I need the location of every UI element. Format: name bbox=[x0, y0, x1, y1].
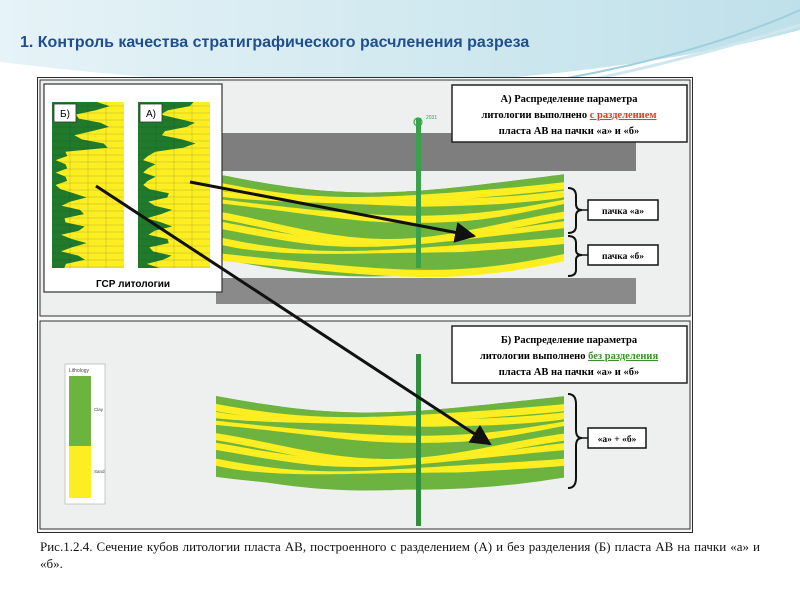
log-b bbox=[52, 102, 124, 268]
section-b-layer bbox=[216, 396, 564, 420]
section-b-label-line2: литологии выполнено без разделения bbox=[480, 351, 659, 362]
section-b-layer bbox=[216, 466, 564, 482]
lithology-legend: Lithology Clay Sand bbox=[64, 363, 106, 505]
log-panel-caption: ГСР литологии bbox=[96, 279, 170, 290]
section-b-label-line1: Б) Распределение параметра bbox=[501, 335, 638, 346]
section-b-label-line2-prefix: литологии выполнено bbox=[480, 351, 588, 362]
well-trace-b bbox=[416, 354, 421, 526]
section-b-label-line3: пласта АВ на пачки «а» и «б» bbox=[499, 367, 639, 378]
unit-a-text: пачка «а» bbox=[602, 207, 644, 217]
section-a-label-line2: литологии выполнено с разделением bbox=[481, 110, 656, 121]
section-b-layers bbox=[216, 396, 564, 491]
section-a-label-line3: пласта АВ на пачки «а» и «б» bbox=[499, 126, 639, 137]
unit-ab-text: «а» + «б» bbox=[598, 434, 637, 445]
legend-label-clay: Clay bbox=[94, 407, 104, 412]
log-b-label: Б) bbox=[60, 109, 70, 120]
legend-swatch-sand bbox=[69, 446, 91, 498]
legend-label-sand: Sand bbox=[94, 469, 105, 474]
section-a-layer bbox=[216, 202, 564, 231]
section-a-label-line1: А) Распределение параметра bbox=[501, 94, 639, 105]
log-a-label: А) bbox=[146, 109, 156, 120]
slide-title: 1. Контроль качества стратиграфического … bbox=[20, 34, 530, 51]
arrow-to-section-b bbox=[95, 184, 492, 446]
section-a-layer bbox=[216, 196, 564, 215]
well-trace-a bbox=[416, 118, 421, 268]
gsr-log-inset: Б) А) ГСР литологии bbox=[43, 83, 223, 293]
section-b-layer bbox=[216, 433, 564, 467]
section-a-layer bbox=[216, 244, 564, 262]
section-b-label-highlight: без разделения bbox=[588, 351, 658, 362]
unit-a-label: пачка «а» bbox=[587, 199, 659, 221]
lithology-figure: 2031 А) Распределение параметра литологи… bbox=[37, 77, 693, 533]
section-a-layer bbox=[216, 181, 564, 205]
section-a-label-box: А) Распределение параметра литологии вып… bbox=[451, 84, 688, 143]
unit-b-text: пачка «б» bbox=[602, 251, 644, 262]
well-name: 2031 bbox=[426, 115, 437, 121]
unit-b-label: пачка «б» bbox=[587, 244, 659, 266]
section-b-layer bbox=[216, 442, 564, 469]
section-b-layer bbox=[216, 403, 564, 425]
section-b-layer bbox=[216, 458, 564, 479]
section-a-layer bbox=[216, 174, 564, 200]
unit-ab-label: «а» + «б» bbox=[587, 427, 647, 449]
figure-caption: Рис.1.2.4. Сечение кубов литологии пласт… bbox=[40, 539, 760, 571]
section-a-layer bbox=[216, 198, 564, 223]
section-b-label-box: Б) Распределение параметра литологии вып… bbox=[451, 325, 688, 384]
legend-swatch-clay bbox=[69, 376, 91, 446]
section-b-layer bbox=[216, 469, 564, 490]
section-a-layer bbox=[216, 253, 564, 278]
legend-title: Lithology bbox=[69, 368, 90, 374]
section-a-label-highlight: с разделением bbox=[590, 110, 657, 121]
section-b-panel: Lithology Clay Sand Б) Распределение пар… bbox=[39, 320, 691, 530]
section-a-layer bbox=[216, 220, 564, 249]
section-a-label-line2-prefix: литологии выполнено bbox=[481, 110, 589, 121]
section-a-layer bbox=[216, 211, 564, 247]
well-symbol-icon bbox=[413, 117, 423, 127]
section-b-layer bbox=[216, 450, 564, 475]
arrow-to-section-a bbox=[189, 180, 477, 243]
figure-canvas: 2031 А) Распределение параметра литологи… bbox=[39, 79, 691, 530]
section-a-layer bbox=[216, 228, 564, 255]
section-a-layer bbox=[216, 236, 564, 259]
